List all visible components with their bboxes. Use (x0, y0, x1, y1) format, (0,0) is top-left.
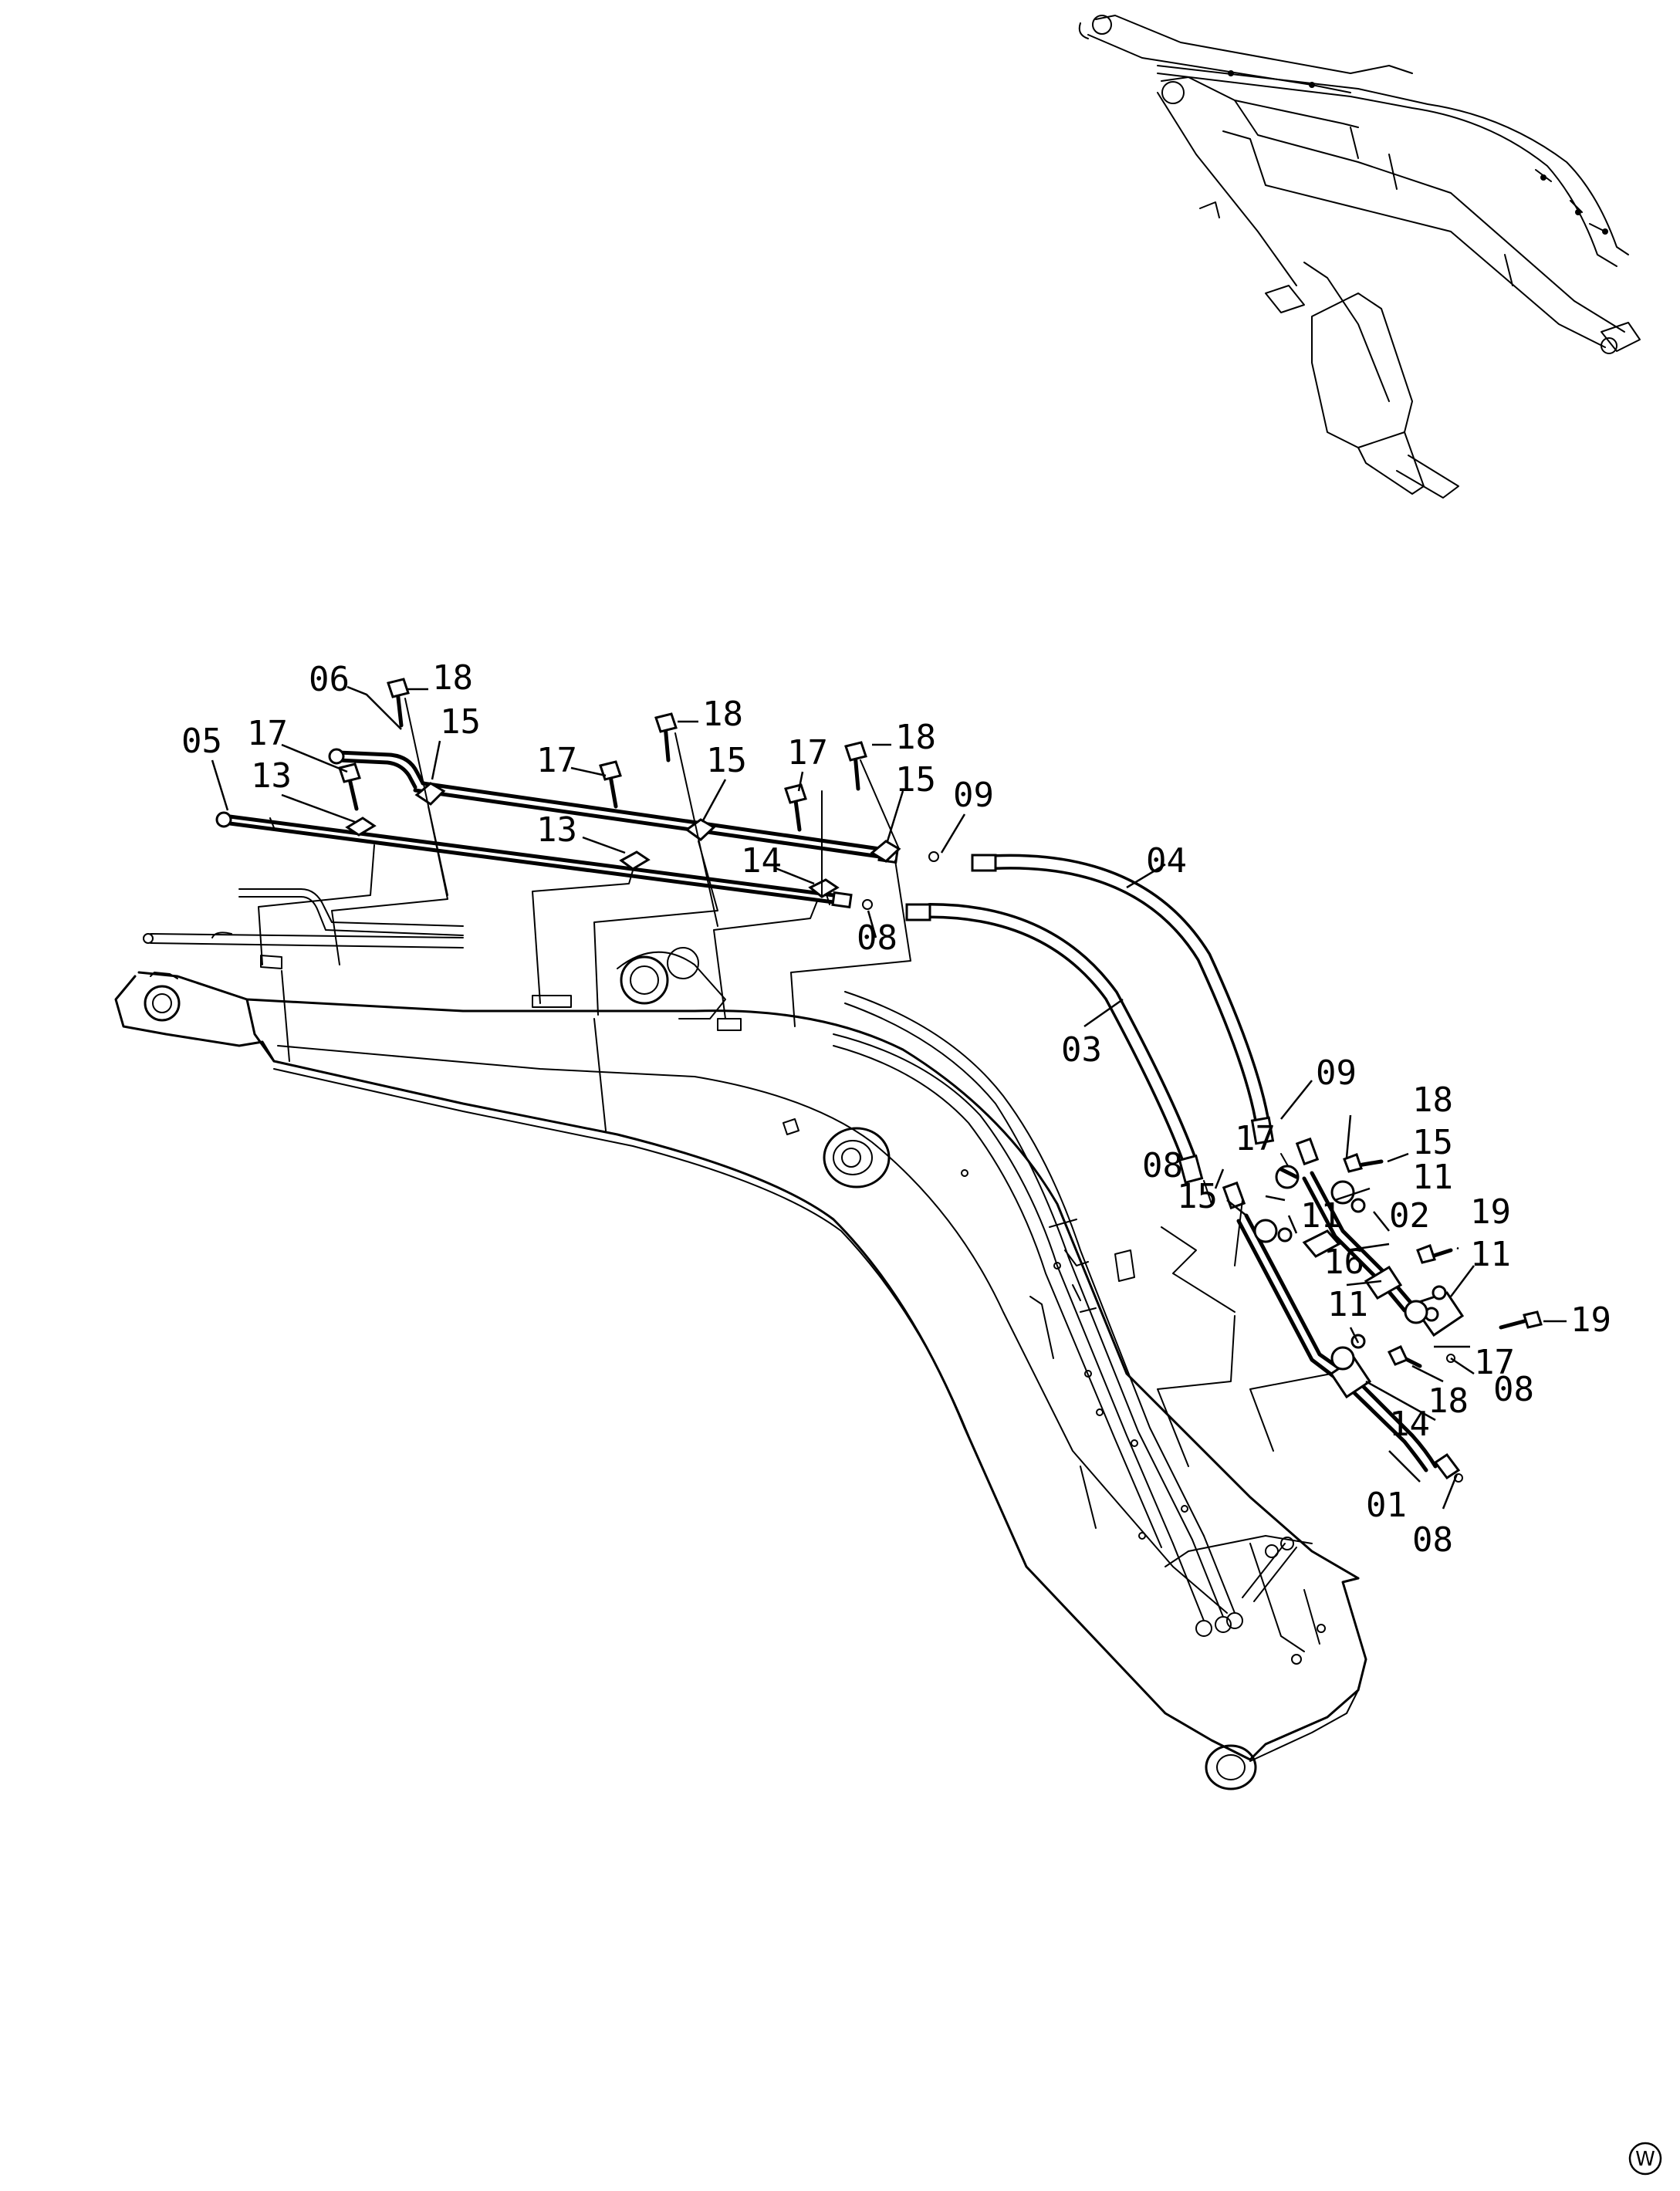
callout-08: 08 (857, 918, 897, 958)
callout-18: 19 (1470, 1192, 1511, 1232)
bolt-17-a (338, 762, 361, 811)
watermark-badge: W (1628, 2142, 1662, 2176)
bolt-18-c (844, 741, 867, 791)
callout-13: 14 (741, 841, 782, 881)
callout-08: 08 (1142, 1146, 1183, 1185)
callout-17: 17 (536, 741, 577, 780)
callout-18: 18 (702, 695, 743, 734)
callout-17: 17 (787, 733, 828, 773)
hose-04 (971, 854, 1275, 1145)
callout-19: 19 (1570, 1300, 1611, 1340)
callout-17: 17 (247, 714, 288, 753)
callout-02: 02 (1389, 1196, 1430, 1236)
callout-11: 11 (1412, 1158, 1453, 1197)
callout-15: 15 (1412, 1123, 1453, 1162)
callout-08: 08 (1412, 1520, 1453, 1560)
pipe-assembly-exploded (215, 678, 939, 1027)
callout-13: 15 (1177, 1177, 1218, 1216)
callout-06: 06 (309, 660, 350, 699)
callout-13: 13 (536, 810, 577, 850)
callout-09: 09 (953, 776, 994, 815)
callout-18: 18 (432, 658, 473, 698)
lower-pipe-assembly (1157, 1137, 1543, 1483)
leader-lines (211, 685, 1567, 1510)
callout-15: 15 (895, 760, 936, 800)
callout-15: 15 (706, 741, 747, 780)
callout-04: 04 (1146, 841, 1187, 881)
overview-illustration (1078, 15, 1641, 499)
hoses (905, 854, 1275, 1185)
hose-03 (905, 903, 1204, 1185)
bolt-17-b (599, 760, 622, 809)
callout-11: 11 (1470, 1235, 1511, 1274)
callout-15: 16 (1323, 1243, 1364, 1282)
callout-05: 05 (181, 722, 222, 761)
callout-labels: 18 06 15 05 17 13 17 18 15 13 17 18 15 1… (181, 658, 1611, 1560)
callout-08: 08 (1493, 1370, 1534, 1409)
callout-11: 11 (1300, 1196, 1341, 1236)
callout-14: 14 (1389, 1405, 1430, 1444)
callout-13: 13 (251, 756, 292, 796)
watermark-letter: W (1635, 2148, 1655, 2171)
callout-18: 18 (1412, 1080, 1453, 1120)
bolt-18-a (387, 678, 410, 728)
callout-17: 17 (1235, 1119, 1276, 1158)
bolt-18-b (654, 712, 678, 762)
callout-03: 03 (1061, 1030, 1102, 1070)
callout-18: 18 (895, 718, 936, 757)
callout-11: 11 (1327, 1285, 1368, 1324)
bolt-17-c (784, 783, 807, 832)
callout-09: 09 (1316, 1053, 1357, 1093)
callout-15: 15 (440, 702, 481, 742)
callout-01: 01 (1366, 1486, 1407, 1525)
callout-16: 17 (1474, 1343, 1515, 1382)
callout-17: 18 (1428, 1381, 1469, 1421)
boom-existing-pipes (143, 888, 1297, 1637)
boom-body (114, 947, 1367, 1790)
